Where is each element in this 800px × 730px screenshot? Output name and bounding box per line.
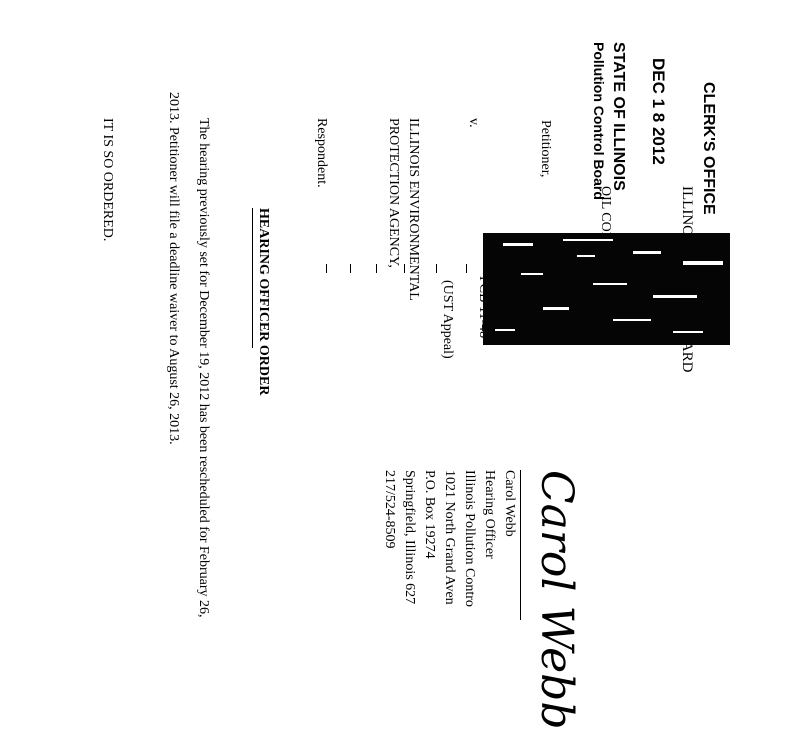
order-body-line-1: The hearing previously set for December …	[196, 118, 211, 618]
signer-phone: 217/524-8509	[382, 470, 397, 549]
caption-bracket-mark	[376, 264, 377, 273]
case-type: (UST Appeal)	[440, 280, 455, 359]
signer-name: Carol Webb	[502, 470, 517, 537]
order-closing: IT IS SO ORDERED.	[100, 118, 115, 242]
petitioner-label: Petitioner,	[538, 120, 553, 178]
stamp-date: DEC 1 8 2012	[649, 58, 668, 165]
order-body-line-2: 2013. Petitioner will file a deadline wa…	[166, 92, 181, 445]
respondent-name-line-2: PROTECTION AGENCY,	[386, 118, 401, 268]
caption-bracket-mark	[404, 264, 405, 273]
stamp-board: Pollution Control Board	[591, 42, 607, 200]
caption-bracket-mark	[466, 264, 467, 273]
signer-title: Hearing Officer	[482, 470, 497, 559]
caption-bracket-mark	[326, 264, 327, 273]
redaction-blot	[483, 233, 730, 345]
versus-label: v.	[466, 118, 481, 128]
caption-bracket-mark	[436, 264, 437, 273]
stamp-clerks-office: CLERK'S OFFICE	[700, 82, 717, 215]
respondent-label: Respondent.	[314, 118, 329, 188]
stamp-state: STATE OF ILLINOIS	[610, 42, 627, 191]
caption-bracket-mark	[350, 264, 351, 273]
order-title-underline	[252, 208, 253, 348]
document-page: { "stamp": { "clerks_office": "CLERK'S O…	[100, 42, 730, 730]
signer-po-box: P.O. Box 19274	[422, 470, 437, 559]
signer-city: Springfield, Illinois 627	[402, 470, 417, 605]
signer-organization: Illinois Pollution Contro	[462, 470, 477, 607]
respondent-name-line-1: ILLINOIS ENVIRONMENTAL	[406, 118, 421, 301]
order-title: HEARING OFFICER ORDER	[256, 208, 271, 396]
signature: Carol Webb	[531, 470, 582, 730]
signer-street: 1021 North Grand Aven	[442, 470, 457, 605]
signature-line	[520, 470, 521, 620]
